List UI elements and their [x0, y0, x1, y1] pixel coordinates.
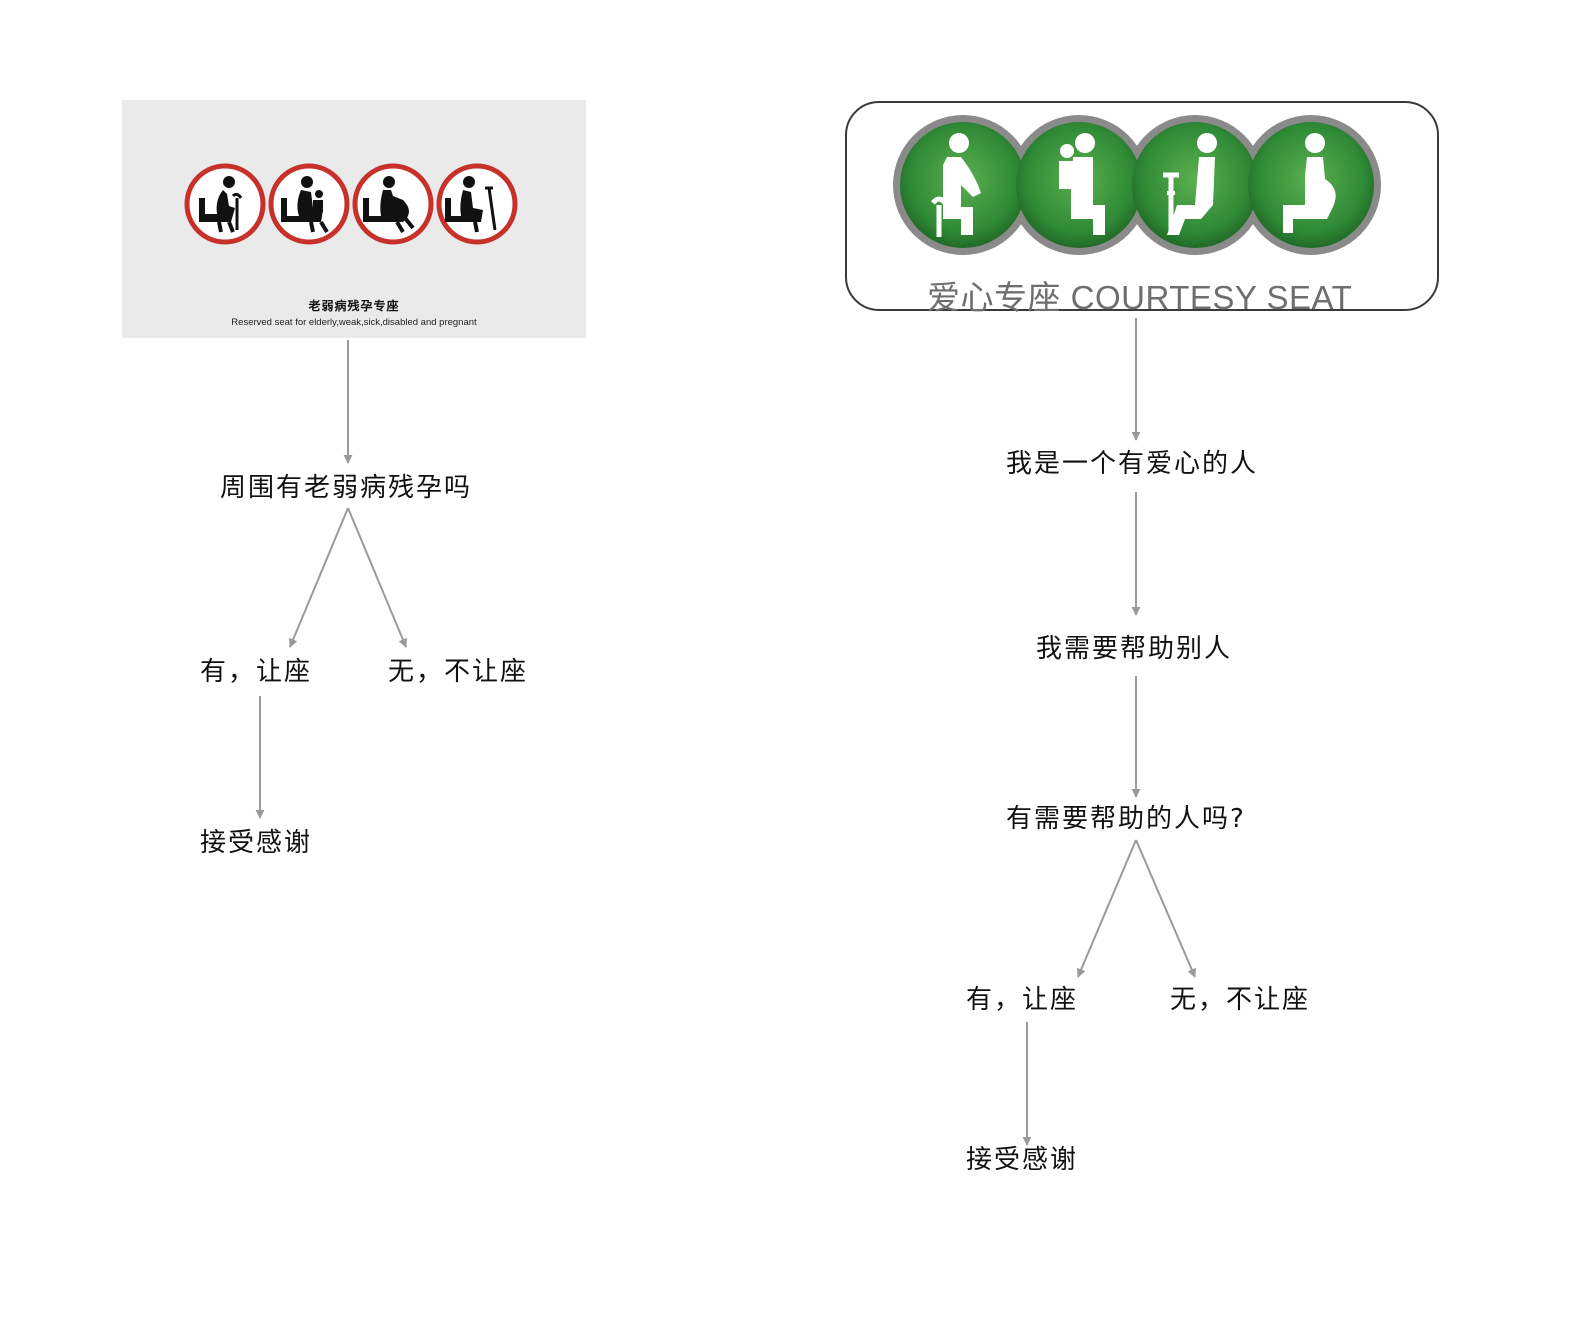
- right-no-node: 无，不让座: [1170, 985, 1311, 1015]
- person-with-crutch-icon: [1163, 133, 1217, 235]
- right-step1-node: 我是一个有爱心的人: [1006, 449, 1259, 479]
- left-no-node: 无，不让座: [388, 657, 529, 687]
- right-step2-node: 我需要帮助别人: [1036, 634, 1233, 664]
- left-question-node: 周围有老弱病残孕吗: [220, 473, 473, 503]
- reserved-seat-icons: 老弱病残孕专座 Reserved seat for elderly,weak,s…: [182, 152, 526, 328]
- arrow-right-question-to-yes: [1077, 839, 1137, 978]
- parent-with-child-icon: [268, 163, 350, 245]
- arrow-left-question-to-yes: [288, 507, 349, 648]
- elderly-with-cane-icon: [931, 133, 981, 237]
- courtesy-seat-caption: 爱心专座 COURTESY SEAT: [927, 279, 1353, 316]
- reserved-seat-title-en: Reserved seat for elderly,weak,sick,disa…: [231, 317, 477, 328]
- parent-with-child-icon: [1059, 133, 1105, 235]
- reserved-seat-sign: 老弱病残孕专座 Reserved seat for elderly,weak,s…: [122, 100, 586, 338]
- left-yes-node: 有，让座: [200, 657, 313, 687]
- pregnant-woman-icon: [352, 163, 434, 245]
- arrow-right-question-to-no: [1135, 839, 1196, 978]
- person-with-crutch-icon: [436, 163, 518, 245]
- right-question-node: 有需要帮助的人吗?: [1006, 804, 1246, 834]
- elderly-with-cane-icon: [184, 163, 266, 245]
- right-result-node: 接受感谢: [966, 1145, 1079, 1175]
- courtesy-seat-sign: 爱心专座 COURTESY SEAT: [845, 101, 1439, 316]
- pregnant-woman-icon: [1283, 133, 1336, 233]
- reserved-seat-title-cn: 老弱病残孕专座: [308, 299, 400, 313]
- arrow-left-question-to-no: [347, 507, 408, 648]
- right-yes-node: 有，让座: [966, 985, 1079, 1015]
- left-result-node: 接受感谢: [200, 828, 313, 858]
